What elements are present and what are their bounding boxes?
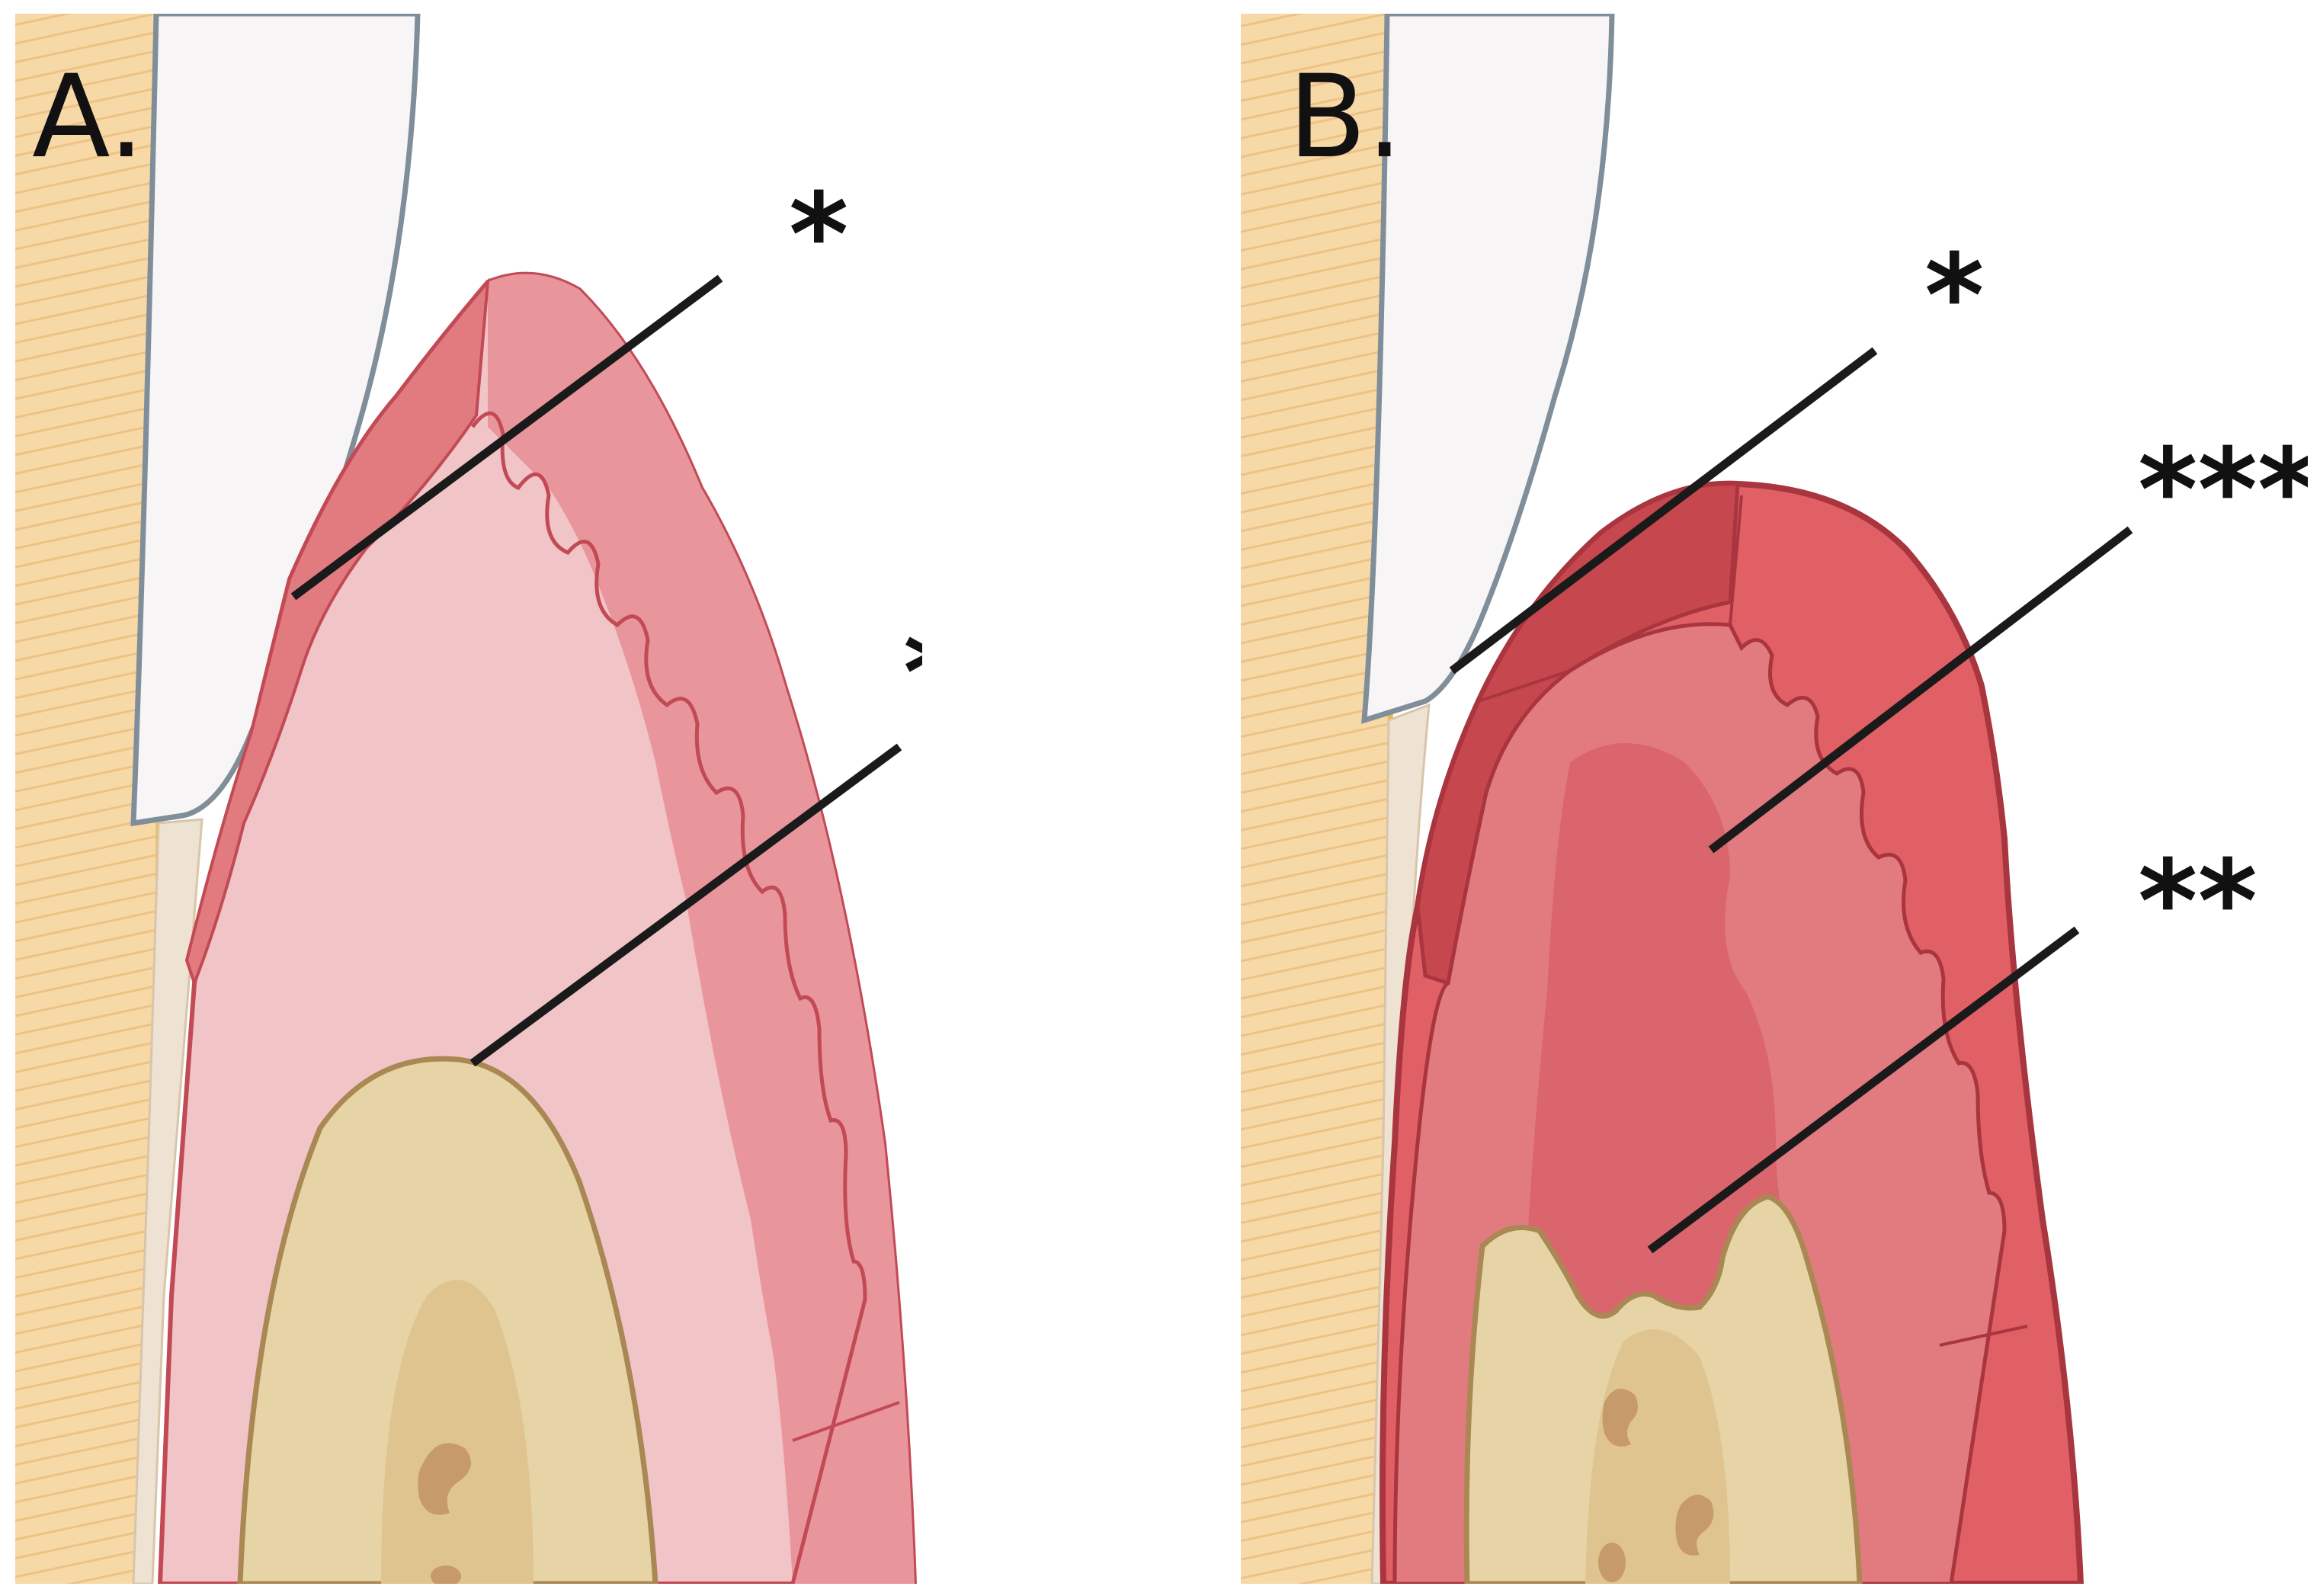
cementum-layer bbox=[132, 818, 203, 1584]
panel-label-b: B. bbox=[1288, 51, 1403, 184]
sulcular-division-line bbox=[1478, 669, 1571, 703]
enamel-crown bbox=[1361, 14, 1615, 724]
leader-line-a-1 bbox=[290, 274, 723, 601]
rete-ridges bbox=[471, 411, 867, 1584]
dentin-layer bbox=[1241, 14, 1391, 1584]
bone-marrow-spot bbox=[431, 1566, 461, 1584]
bone-marrow-spot bbox=[1598, 1543, 1626, 1582]
bone-marrow-spot bbox=[1602, 1389, 1638, 1447]
leader-line-b-3 bbox=[1647, 926, 2080, 1254]
bone-marrow-spot bbox=[418, 1443, 471, 1515]
marker-a-2: ** bbox=[903, 607, 1023, 740]
epithelium-division-line bbox=[792, 1401, 900, 1442]
gingiva-epithelium bbox=[488, 274, 915, 1584]
leader-line-a-2 bbox=[469, 743, 902, 1067]
marker-a-1: * bbox=[789, 169, 848, 302]
panel-label-a: A. bbox=[32, 51, 145, 184]
marker-b-1: * bbox=[1924, 230, 1984, 363]
epithelium-division-line bbox=[1729, 495, 1743, 626]
leader-line-b-2 bbox=[1708, 526, 2133, 854]
marker-b-2: *** bbox=[2138, 425, 2317, 557]
marker-b-3: ** bbox=[2138, 836, 2258, 969]
bone-marrow-region bbox=[381, 1280, 534, 1584]
epithelium-division-line bbox=[1939, 1325, 2028, 1347]
dentin-layer bbox=[15, 14, 160, 1584]
panel-a: A. * ** bbox=[15, 14, 1023, 1584]
bone-marrow-spot bbox=[1675, 1495, 1714, 1556]
panel-b: B. * *** ** bbox=[1241, 14, 2317, 1584]
leader-line-b-1 bbox=[1449, 347, 1878, 675]
junctional-epithelium bbox=[184, 277, 490, 988]
